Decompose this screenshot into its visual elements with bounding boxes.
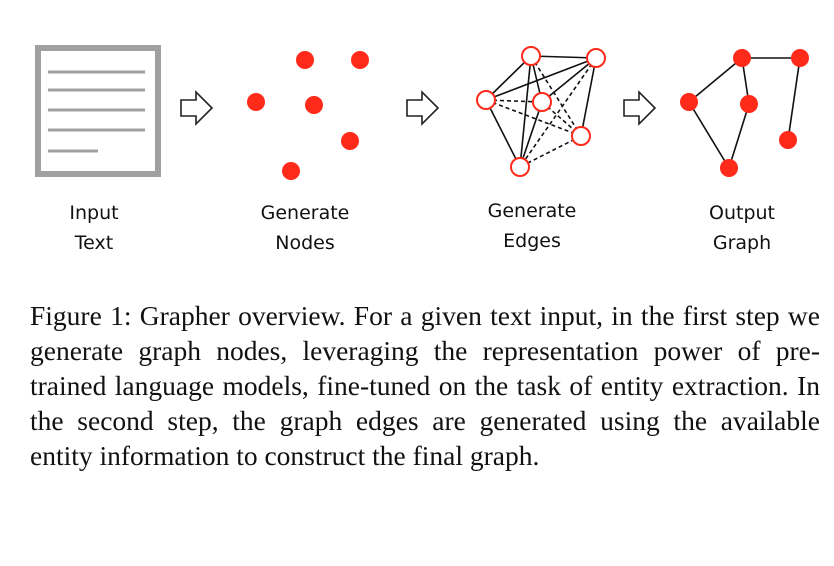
node <box>720 159 738 177</box>
step-label-line: Graph <box>712 232 772 254</box>
step-label-output-graph: Output Graph <box>662 198 822 258</box>
arrow-right-icon <box>406 90 440 126</box>
node <box>571 126 591 146</box>
node <box>740 95 758 113</box>
step-label-generate-edges: Generate Edges <box>452 196 612 256</box>
step-label-line: Edges <box>503 230 561 252</box>
candidate-edges-graph <box>476 46 606 177</box>
node <box>476 90 496 110</box>
node <box>247 93 265 111</box>
nodes-cluster <box>247 51 369 180</box>
grapher-overview-figure <box>35 45 809 180</box>
node <box>305 96 323 114</box>
caption-label: Figure 1: <box>30 300 132 331</box>
step-label-input-text: Input Text <box>14 198 174 258</box>
node <box>779 131 797 149</box>
step-label-line: Text <box>74 232 114 254</box>
step-label-line: Nodes <box>275 232 335 254</box>
node <box>791 49 809 67</box>
arrow-right-icon <box>180 90 214 126</box>
node <box>282 162 300 180</box>
node <box>532 92 552 112</box>
node <box>680 93 698 111</box>
document-icon <box>35 45 161 177</box>
step-label-line: Output <box>709 202 775 224</box>
node <box>733 49 751 67</box>
step-label-generate-nodes: Generate Nodes <box>225 198 385 258</box>
arrow-right-icon <box>623 90 657 126</box>
figure-caption: Figure 1: Grapher overview. For a given … <box>30 298 820 473</box>
node <box>341 132 359 150</box>
node <box>586 48 606 68</box>
node <box>510 157 530 177</box>
node <box>521 46 541 66</box>
node <box>296 51 314 69</box>
step-label-line: Generate <box>260 202 350 224</box>
output-graph <box>680 49 809 177</box>
caption-text: Grapher overview. For a given text input… <box>30 300 821 471</box>
step-label-line: Generate <box>487 200 577 222</box>
node <box>351 51 369 69</box>
step-label-line: Input <box>69 202 119 224</box>
